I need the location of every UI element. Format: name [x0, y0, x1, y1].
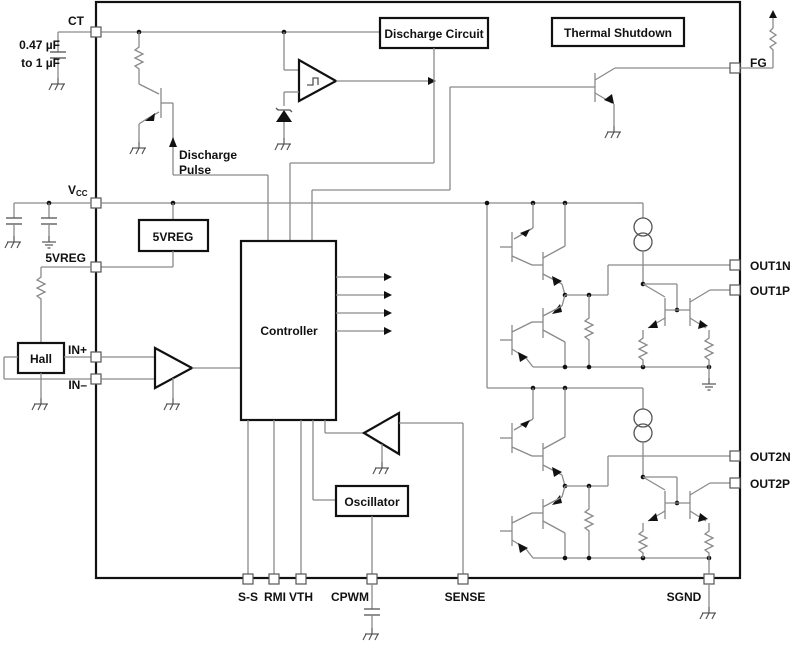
pin-out1p-label: OUT1P: [750, 284, 790, 298]
pin-5vreg-label: 5VREG: [45, 251, 86, 265]
hysteresis-icon: [307, 77, 319, 86]
thermal-shutdown-label: Thermal Shutdown: [564, 26, 672, 40]
pin-vth-label: VTH: [289, 590, 313, 604]
pin-sgnd-label: SGND: [667, 590, 702, 604]
thermal-shutdown-block: [550, 16, 686, 48]
pin-in-minus[interactable]: [90, 373, 102, 385]
pin-cpwm-label: CPWM: [331, 590, 369, 604]
cap-value-line1: 0.47 µF: [19, 38, 60, 52]
discharge-transistor: [129, 83, 269, 241]
pin-sense[interactable]: [457, 573, 469, 585]
pin-vth[interactable]: [295, 573, 307, 585]
discharge-resistor: [133, 32, 145, 84]
discharge-pulse-label-2: Pulse: [179, 163, 211, 177]
fg-pullup-arrow: [769, 10, 777, 18]
oscillator-label: Oscillator: [344, 495, 400, 509]
pin-in-plus-label: IN+: [68, 343, 87, 357]
pin-in-plus[interactable]: [90, 351, 102, 363]
pin-ss-label: S-S: [238, 590, 258, 604]
hall-label: Hall: [30, 352, 52, 366]
output-stage-1: [484, 200, 730, 391]
vreg-label: 5VREG: [153, 230, 194, 244]
pin-fg[interactable]: [729, 62, 741, 74]
discharge-pulse-label-1: Discharge: [179, 148, 237, 162]
pin-out2n-label: OUT2N: [750, 450, 791, 464]
pin-out1n[interactable]: [729, 259, 741, 271]
pin-ct-label: CT: [68, 14, 85, 28]
sense-amplifier: [361, 411, 401, 456]
pin-sgnd[interactable]: [703, 573, 715, 585]
pin-out1n-label: OUT1N: [750, 259, 791, 273]
pin-rmi[interactable]: [268, 573, 280, 585]
pin-sense-label: SENSE: [445, 590, 486, 604]
pin-fg-label: FG: [750, 56, 767, 70]
pin-vcc-label: VCC: [68, 183, 88, 198]
zener-diode: [275, 107, 293, 122]
pin-out2n[interactable]: [729, 450, 741, 462]
hall-bias-resistor: [35, 267, 47, 343]
fg-pullup-resistor: [768, 18, 778, 68]
pin-vcc[interactable]: [90, 197, 102, 209]
controller-label: Controller: [260, 324, 318, 338]
cap-value-line2: to 1 µF: [21, 56, 60, 70]
fg-transistor: [594, 67, 730, 139]
controller-block: [239, 239, 338, 422]
vreg-block: [137, 218, 210, 253]
pin-out1p[interactable]: [729, 284, 741, 296]
pin-out2p-label: OUT2P: [750, 477, 790, 491]
ground-icon: [48, 77, 66, 91]
pin-out2p[interactable]: [729, 477, 741, 489]
pin-cpwm[interactable]: [366, 573, 378, 585]
pin-rmi-label: RMI: [264, 590, 286, 604]
pin-in-minus-label: IN–: [68, 378, 87, 392]
controller-outputs: [336, 273, 392, 335]
discharge-circuit-label: Discharge Circuit: [384, 27, 483, 41]
discharge-circuit-block: [378, 16, 490, 50]
chip-outline: [94, 0, 742, 580]
output-stage-2: [500, 385, 730, 574]
pin-5vreg[interactable]: [90, 261, 102, 273]
pin-ss[interactable]: [242, 573, 254, 585]
pin-ct[interactable]: [90, 26, 102, 38]
